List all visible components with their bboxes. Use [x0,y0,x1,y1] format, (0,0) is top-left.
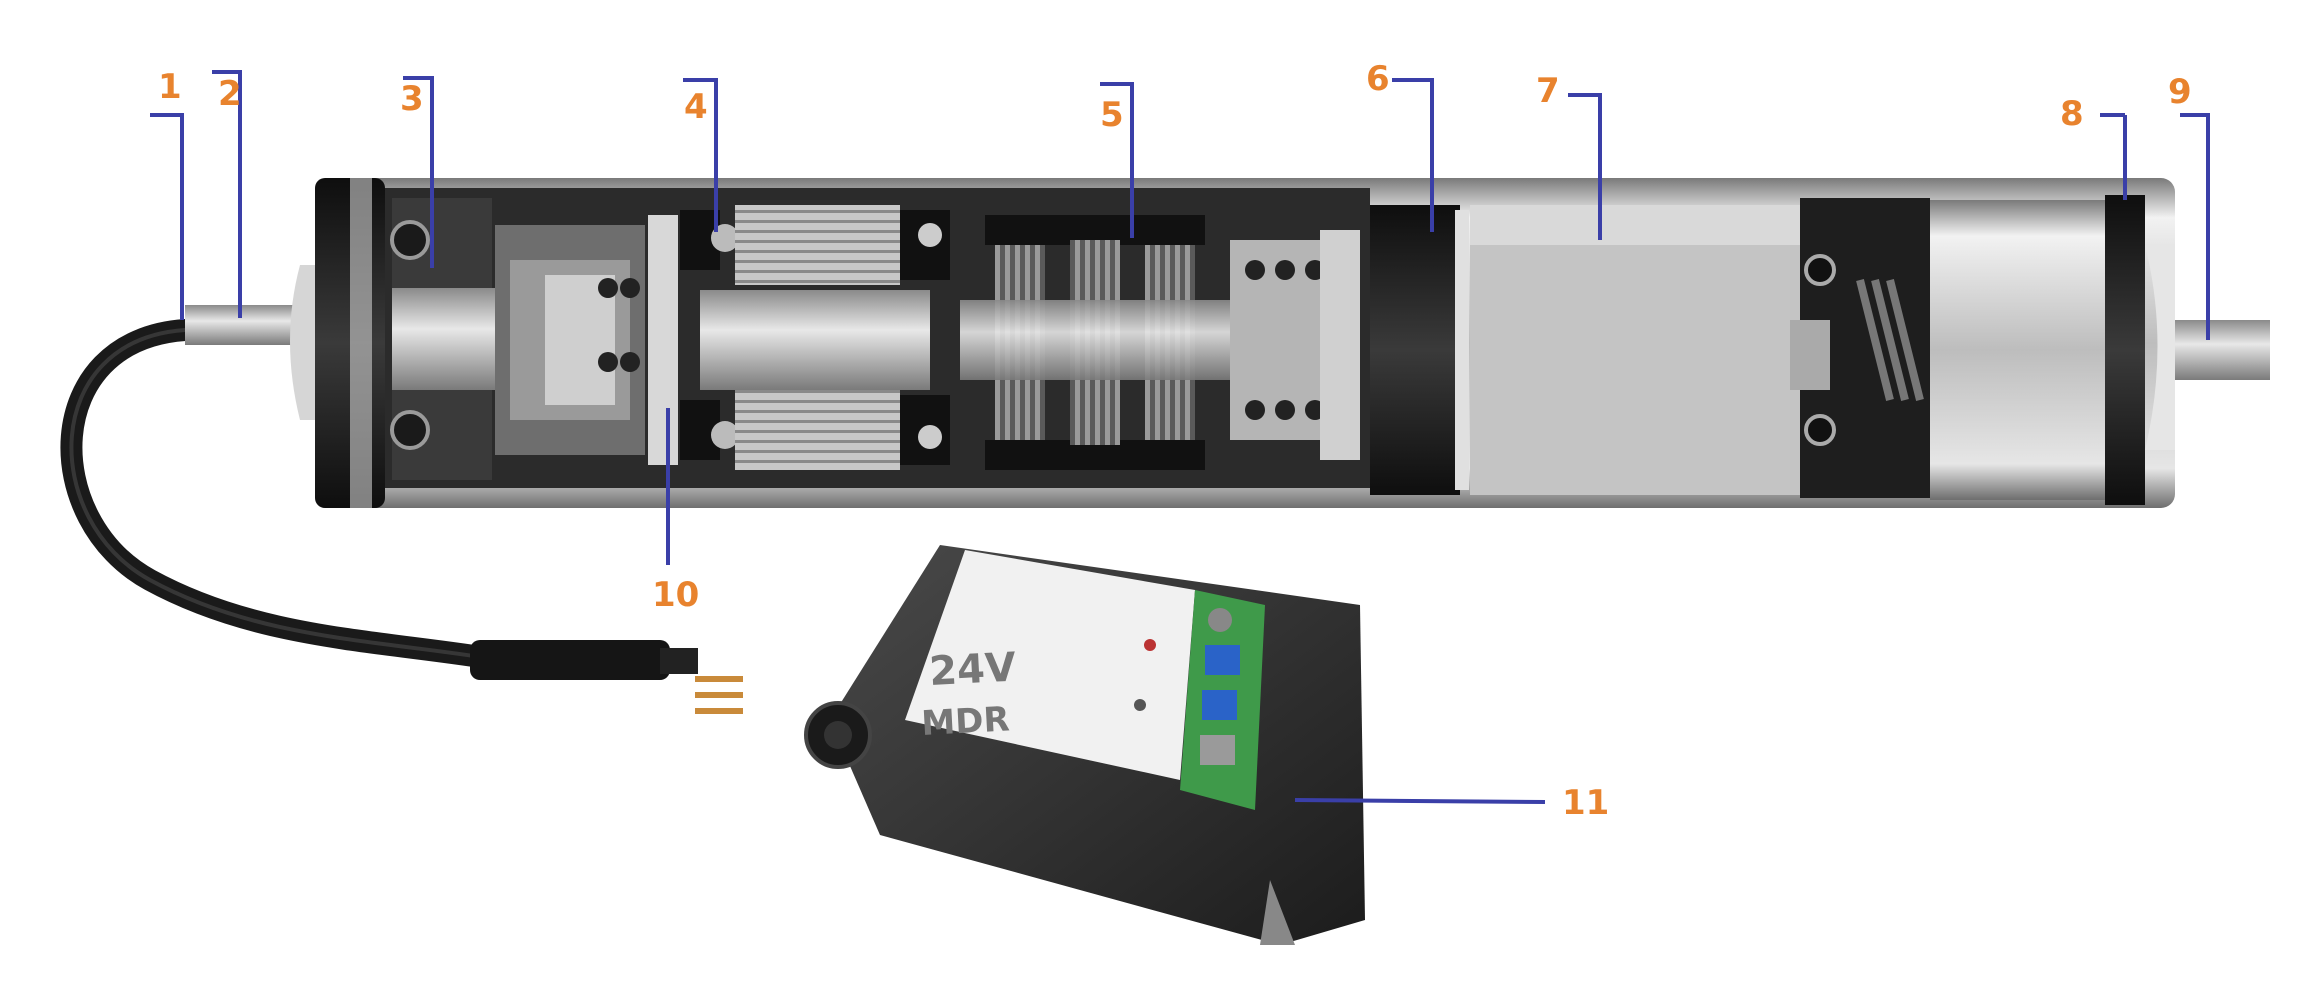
right-end-ring [2105,195,2145,505]
power-cable [60,319,743,714]
callout-7: 7 [1536,71,1560,111]
planetary-stage-1 [680,205,950,470]
coupling-housing [495,225,645,455]
right-shaft [2175,320,2270,380]
motor-side-bearing [1230,230,1360,460]
leader-7 [1568,93,1602,240]
controller-label-panel [905,550,1195,780]
leader-3 [403,76,434,268]
leader-2 [212,70,242,318]
cable-connector-sleeve [470,640,670,680]
controller-type-text: MDR [920,699,1010,744]
mdr-controller: 24V MDR [804,545,1365,945]
callout-labels: 1 2 3 4 5 6 7 8 9 10 11 [158,59,2192,823]
leader-9 [2180,113,2210,340]
callout-4: 4 [684,87,708,127]
motor-roller [185,178,2270,508]
brake-plate [648,215,678,465]
callout-5: 5 [1100,95,1124,135]
callout-9: 9 [2168,72,2192,112]
terminal-screw [1200,735,1235,765]
leader-lines [150,70,2210,804]
terminal-screw [1205,645,1240,675]
left-bearing [390,198,542,480]
callout-8: 8 [2060,94,2084,134]
callout-10: 10 [652,575,699,615]
leader-6 [1392,78,1434,232]
leader-5 [1100,82,1134,238]
terminal-screw [1202,690,1237,720]
connector-pins [695,676,743,714]
leader-1 [150,113,184,320]
callout-2: 2 [218,74,242,114]
controller-voltage-text: 24V [928,645,1017,695]
callout-6: 6 [1366,59,1390,99]
gear-cluster [960,215,1230,470]
callout-3: 3 [400,79,424,119]
leader-4 [683,78,718,232]
callout-1: 1 [158,67,182,107]
callout-11: 11 [1562,783,1609,823]
motor-seal-band [1370,205,1460,495]
spring-coil [1856,279,1924,401]
leader-11 [1294,798,1546,804]
motor-body [1470,205,1800,495]
right-end-cap [1930,200,2120,500]
